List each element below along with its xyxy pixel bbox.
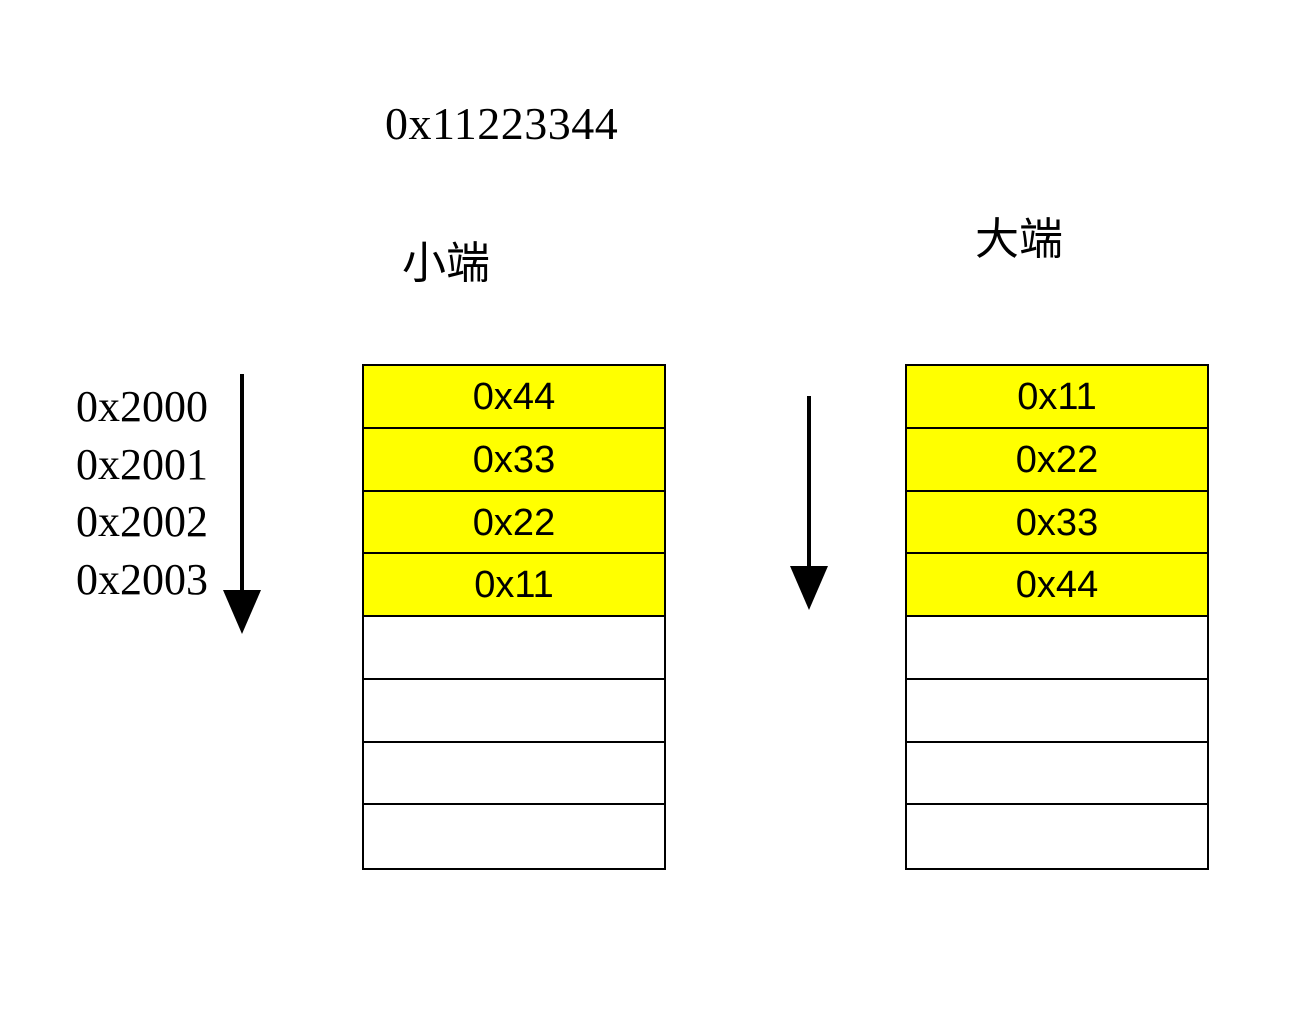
memory-cell [907, 617, 1207, 680]
memory-cell: 0x33 [364, 428, 664, 492]
memory-cell: 0x22 [364, 491, 664, 555]
address-list: 0x2000 0x2001 0x2002 0x2003 [76, 378, 246, 608]
address-label: 0x2000 [76, 382, 208, 431]
memory-cell: 0x44 [907, 554, 1207, 617]
memory-direction-arrow-icon [790, 396, 828, 610]
big-endian-memory-column: 0x11 0x22 0x33 0x44 [905, 364, 1209, 870]
memory-cell [364, 617, 664, 680]
address-label: 0x2002 [76, 497, 208, 546]
memory-cell [364, 742, 664, 806]
memory-cell: 0x44 [364, 366, 664, 429]
memory-cell [364, 805, 664, 868]
memory-cell: 0x22 [907, 428, 1207, 492]
little-endian-memory-column: 0x44 0x33 0x22 0x11 [362, 364, 666, 870]
memory-cell: 0x11 [907, 366, 1207, 429]
memory-cell [907, 742, 1207, 806]
memory-cell [907, 805, 1207, 868]
address-label: 0x2003 [76, 554, 208, 604]
big-endian-label: 大端 [975, 215, 1063, 264]
little-endian-label: 小端 [402, 239, 490, 288]
value-label: 0x11223344 [385, 98, 619, 149]
memory-cell [364, 679, 664, 743]
memory-cell [907, 679, 1207, 743]
memory-cell: 0x11 [364, 554, 664, 617]
address-direction-arrow-icon [223, 374, 261, 634]
memory-cell: 0x33 [907, 491, 1207, 555]
address-label: 0x2001 [76, 439, 208, 489]
